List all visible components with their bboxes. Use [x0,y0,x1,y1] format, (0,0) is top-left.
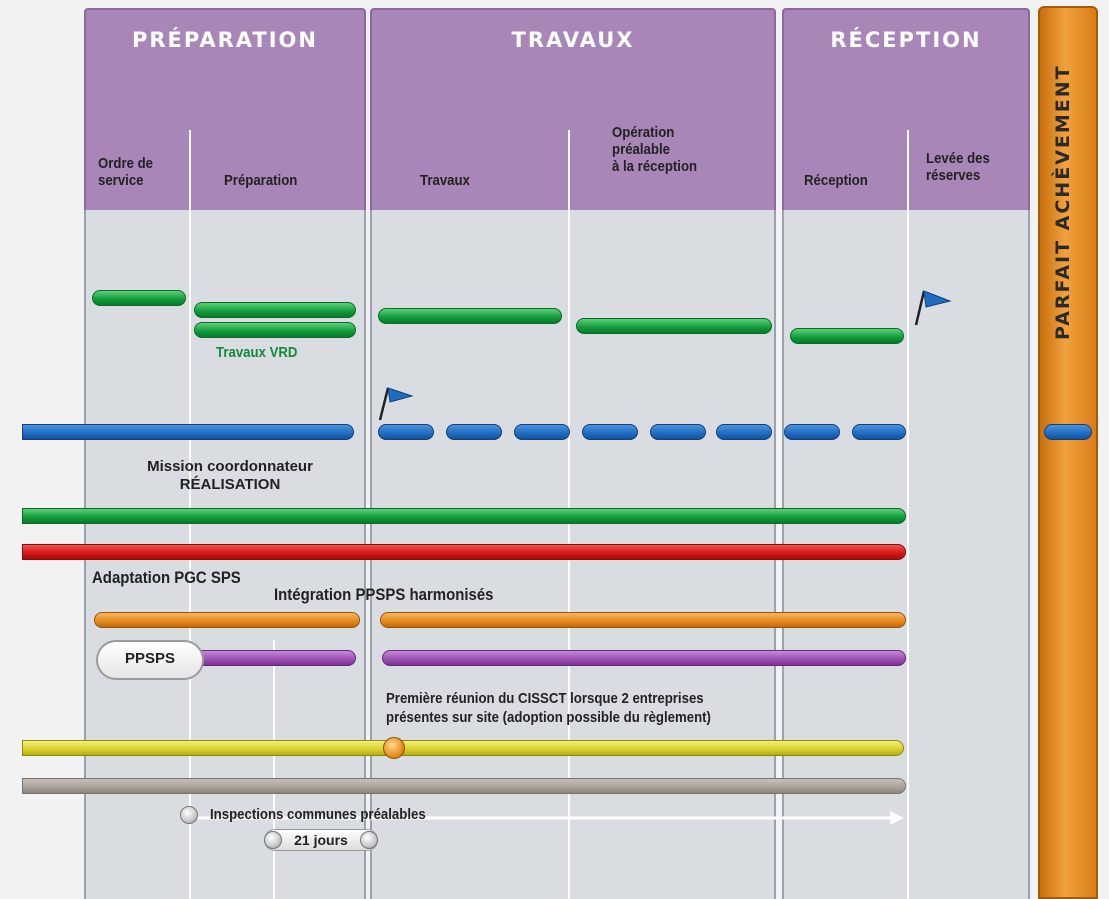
jours-label: 21 jours [294,832,348,848]
mission-dash [514,424,570,440]
parfait-achevement-title: PARFAIT ACHÈVEMENT [1052,64,1074,340]
parfait-achevement-column [1038,6,1098,899]
inspections-label: Inspections communes préalables [210,806,426,823]
subheader-preparation: Préparation [224,172,298,189]
milestone-circle-icon [264,831,282,849]
flag-icon [378,387,414,421]
mission-dash [582,424,638,440]
adaptation-label: Adaptation PGC SPS [92,568,241,587]
mission-dash [716,424,772,440]
subheader-travaux: Travaux [420,172,470,189]
mission-bar [22,424,354,440]
divider-prep-2 [273,640,275,899]
ppsps-badge [96,640,204,680]
yellow-bar [22,740,904,756]
phase-header-travaux [370,8,776,212]
purple-bar-travaux [382,650,906,666]
long-red-bar [22,544,906,560]
purple-bar-prep [184,650,356,666]
subheader-reception: Réception [804,172,868,189]
subheader-levee: Levée des réserves [926,150,990,184]
milestone-circle-icon [383,737,405,759]
mission-dash [650,424,706,440]
mission-dash [378,424,434,440]
premiere-reunion-label: Première réunion du CISSCT lorsque 2 ent… [386,690,711,726]
task-bar-vrd-2 [194,322,356,338]
mission-dash [852,424,906,440]
phase-title-preparation: PRÉPARATION [132,28,318,52]
grey-bar [22,778,906,794]
milestone-circle-icon [360,831,378,849]
travaux-vrd-label: Travaux VRD [216,344,298,361]
phase-title-travaux: TRAVAUX [511,28,635,52]
subheader-operation: Opération préalable à la réception [612,124,698,175]
arrow-right-icon [196,811,904,825]
ppsps-label: PPSPS [124,650,176,667]
task-bar-vrd-1 [194,302,356,318]
phase-title-reception: RÉCEPTION [830,28,982,52]
milestone-circle-icon [180,806,198,824]
long-green-bar [22,508,906,524]
parfait-mission-dash [1044,424,1092,440]
orange-bar-travaux [380,612,906,628]
phase-header-preparation [84,8,366,212]
subheader-ordre: Ordre de service [98,155,154,189]
flag-icon [914,290,952,326]
orange-bar-prep [94,612,360,628]
task-bar-ordre [92,290,186,306]
task-bar-operation [576,318,772,334]
integration-label: Intégration PPSPS harmonisés [274,585,494,604]
mission-dash [446,424,502,440]
task-bar-reception [790,328,904,344]
task-bar-travaux [378,308,562,324]
divider-reception [907,130,909,899]
mission-dash [784,424,840,440]
mission-label: Mission coordonnateur RÉALISATION [147,458,313,493]
